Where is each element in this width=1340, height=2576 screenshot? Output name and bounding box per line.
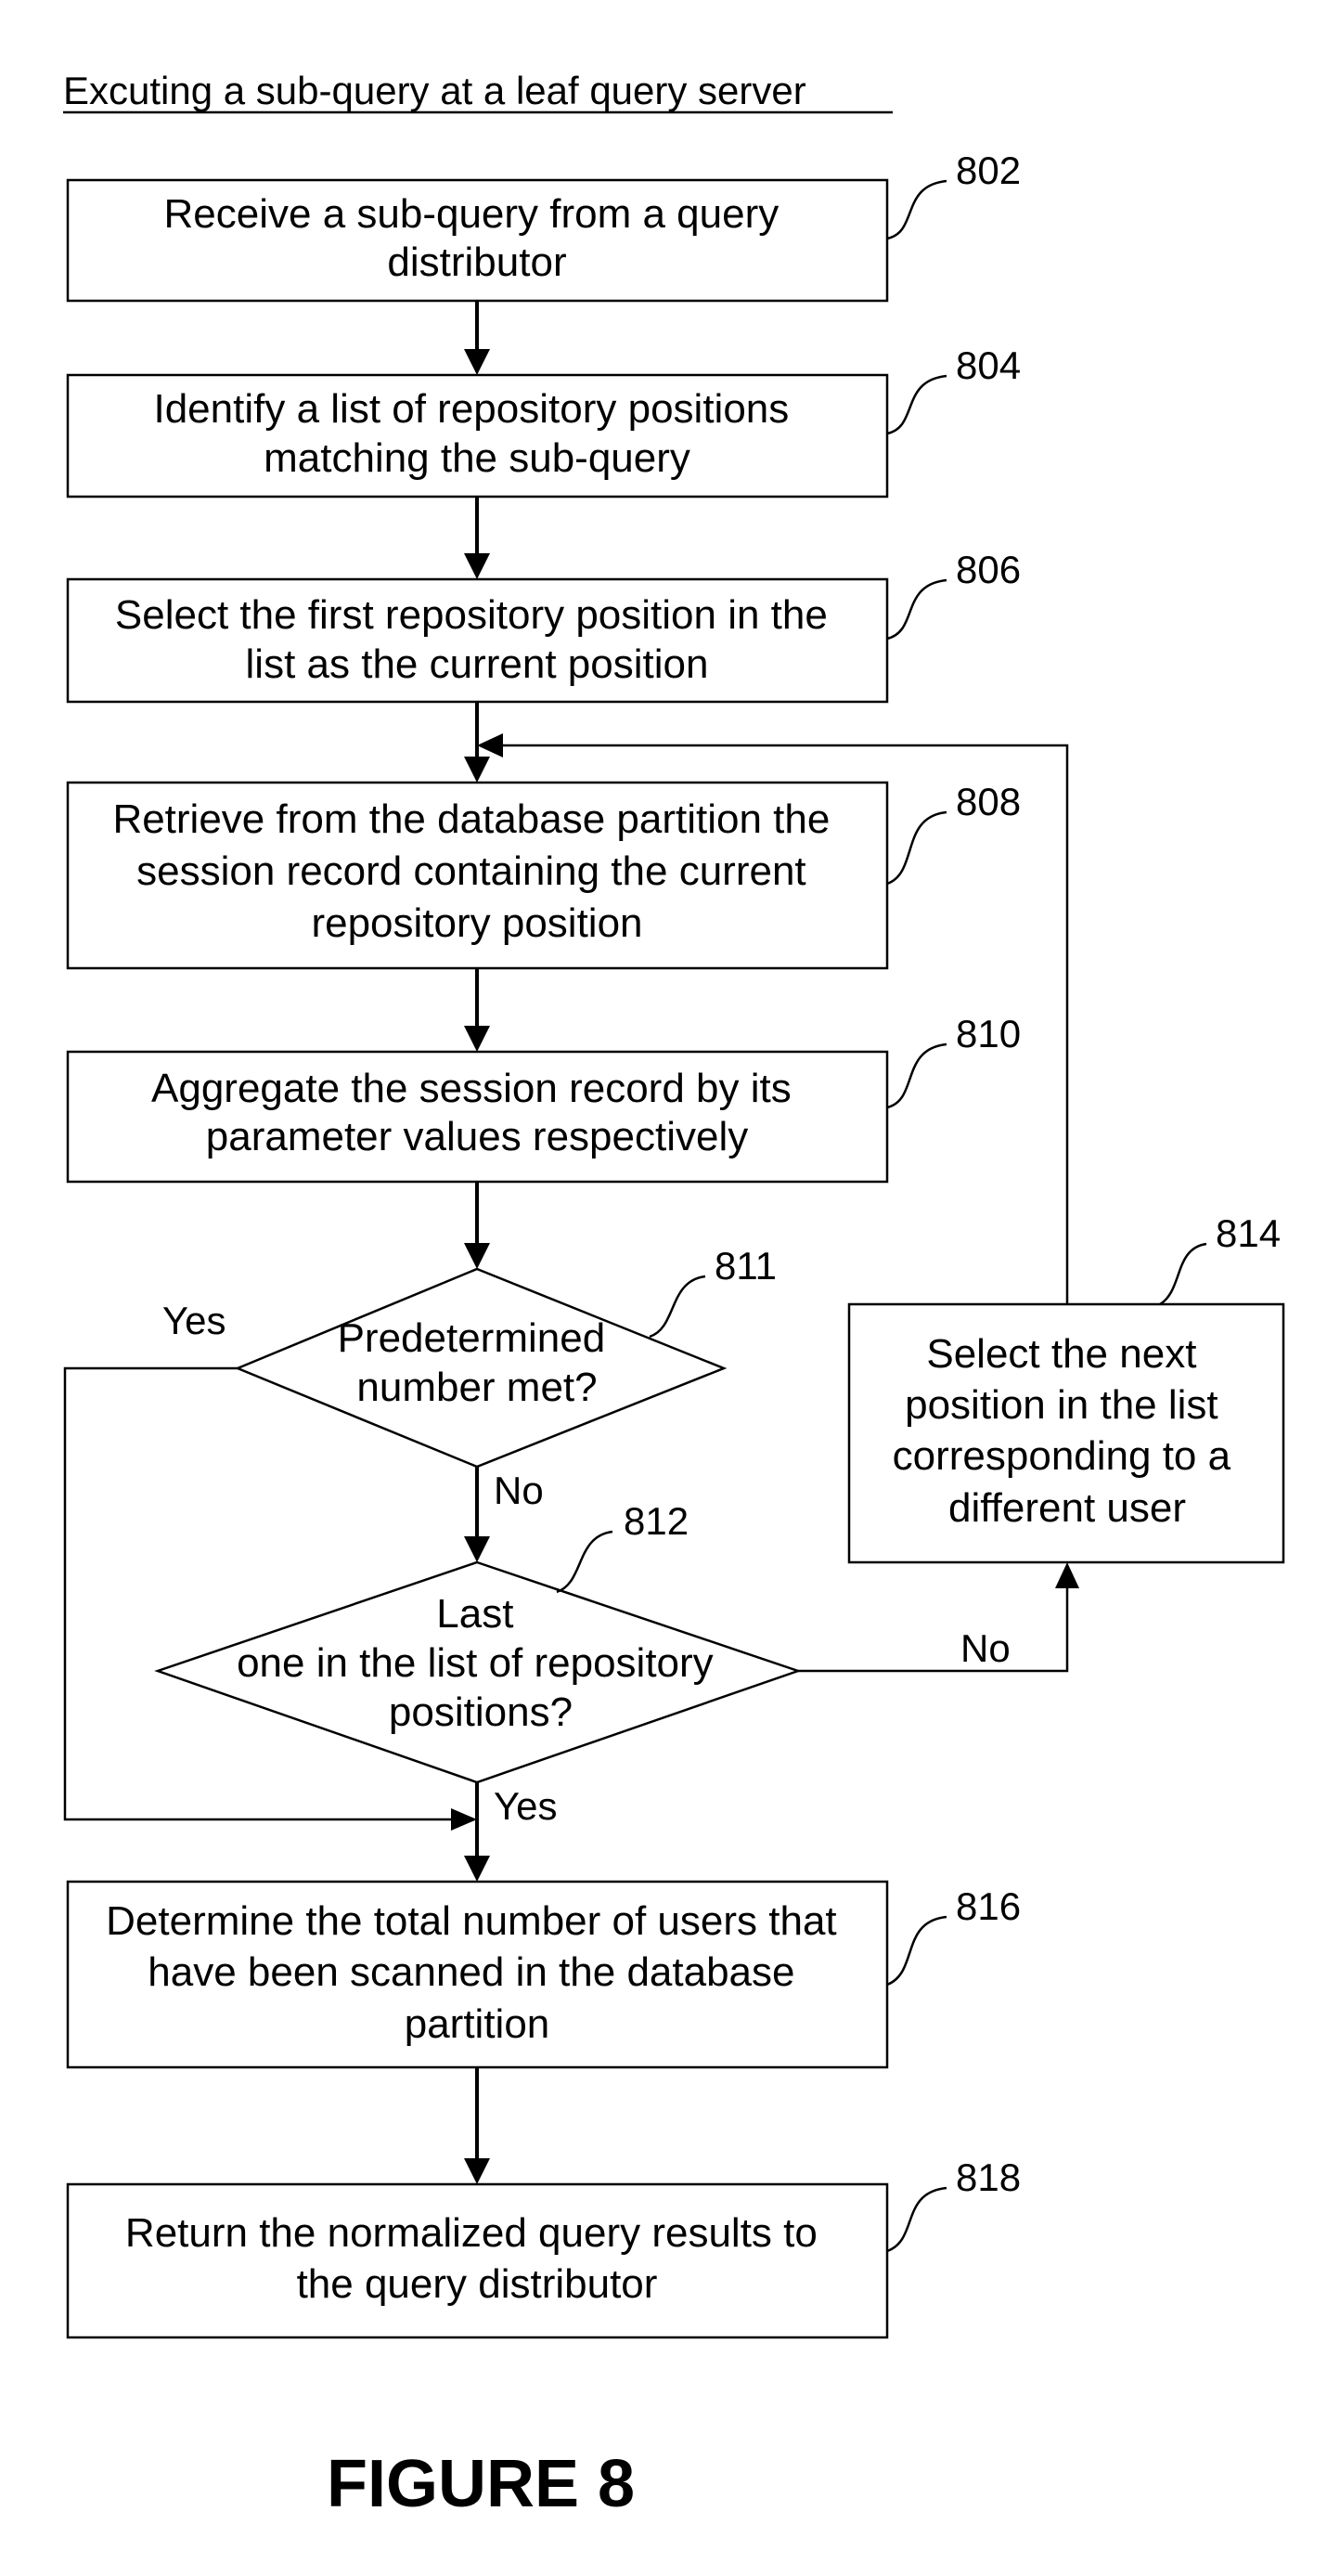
arrowhead-811-yes-bypass <box>451 1808 477 1831</box>
decision-812-ref: 812 <box>624 1499 689 1543</box>
arrowhead-814-loop-808 <box>477 733 503 757</box>
arrowhead-812-816 <box>464 1856 490 1882</box>
step-808: Retrieve from the database partition the… <box>68 780 1021 968</box>
step-814-leader <box>1160 1244 1206 1304</box>
arrowhead-804-806 <box>464 553 490 579</box>
step-806: Select the first repository position in … <box>68 548 1021 702</box>
step-810-leader <box>887 1044 947 1107</box>
diagram-title: Excuting a sub-query at a leaf query ser… <box>63 69 806 112</box>
figure-label: FIGURE 8 <box>327 2447 635 2521</box>
step-818-leader <box>887 2188 947 2251</box>
decision-811-leader <box>650 1276 705 1337</box>
decision-812-yes-label: Yes <box>494 1784 558 1828</box>
arrowhead-808-810 <box>464 1026 490 1052</box>
step-804: Identify a list of repository positions … <box>68 343 1021 497</box>
decision-811-no-label: No <box>494 1469 544 1512</box>
arrowhead-806-808 <box>464 757 490 783</box>
step-808-ref: 808 <box>956 780 1021 823</box>
step-816: Determine the total number of users that… <box>68 1882 1021 2067</box>
step-804-ref: 804 <box>956 343 1021 387</box>
step-802-ref: 802 <box>956 149 1021 192</box>
arrowhead-812-no-814 <box>1055 1562 1079 1588</box>
step-802: Receive a sub-query from a query distrib… <box>68 149 1021 301</box>
step-810-ref: 810 <box>956 1012 1021 1055</box>
decision-812-no-label: No <box>960 1626 1011 1670</box>
step-802-leader <box>887 181 947 239</box>
arrowhead-811-812 <box>464 1536 490 1562</box>
arrow-812-no-814 <box>798 1587 1067 1671</box>
step-818-ref: 818 <box>956 2155 1021 2199</box>
arrowhead-816-818 <box>464 2158 490 2184</box>
step-814-ref: 814 <box>1216 1211 1281 1255</box>
decision-811-ref: 811 <box>715 1244 777 1288</box>
step-806-ref: 806 <box>956 548 1021 591</box>
step-818: Return the normalized query results to t… <box>68 2155 1021 2337</box>
arrowhead-810-811 <box>464 1243 490 1269</box>
decision-812-leader <box>557 1532 612 1592</box>
step-810: Aggregate the session record by its para… <box>68 1012 1021 1182</box>
decision-811-yes-label: Yes <box>162 1299 226 1342</box>
arrowhead-802-804 <box>464 349 490 375</box>
step-816-leader <box>887 1917 947 1985</box>
step-806-leader <box>887 580 947 639</box>
decision-811: Predetermined number met? 811 Yes No <box>162 1244 777 1512</box>
step-804-leader <box>887 376 947 434</box>
step-808-leader <box>887 812 947 884</box>
step-816-ref: 816 <box>956 1884 1021 1928</box>
